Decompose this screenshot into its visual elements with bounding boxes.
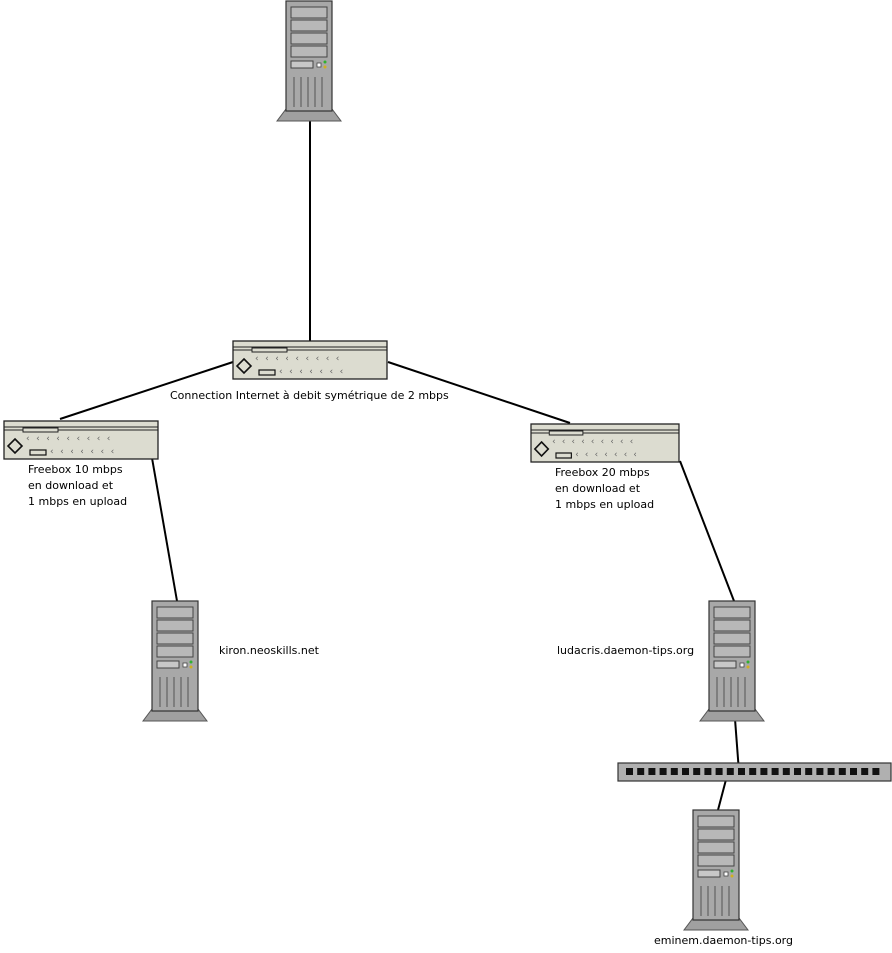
switch-port	[782, 768, 790, 775]
freebox-right-line-3: 1 mbps en upload	[555, 498, 655, 511]
freebox-left-line-1: Freebox 10 mbps	[28, 463, 123, 476]
switch-port	[850, 768, 857, 775]
switch-port	[726, 768, 734, 775]
switch-port	[838, 768, 846, 775]
switch-port	[816, 768, 824, 775]
freebox-left-label: Freebox 10 mbps en download et 1 mbps en…	[28, 462, 127, 510]
switch-port	[704, 768, 712, 775]
link-core-router-freebox-right	[387, 361, 571, 424]
switch-port	[693, 768, 701, 775]
switch-port	[738, 768, 745, 775]
switch-port	[749, 768, 757, 775]
freebox-right-line-1: Freebox 20 mbps	[555, 466, 650, 479]
switch-port	[827, 768, 835, 775]
link-freebox-left-kiron	[151, 457, 178, 602]
switch-port	[659, 768, 667, 775]
link-core-router-freebox-left	[59, 361, 234, 420]
server-eminem-label: eminem.daemon-tips.org	[654, 934, 793, 947]
server-tower-icon	[142, 600, 208, 722]
server-ludacris-label: ludacris.daemon-tips.org	[557, 644, 695, 657]
switch-port	[760, 768, 768, 775]
switch-port	[626, 768, 633, 775]
core-router-label: Connection Internet à debit symétrique d…	[170, 389, 449, 402]
switch-port	[648, 768, 656, 775]
freebox-left-line-2: en download et	[28, 479, 114, 492]
router-icon	[530, 423, 680, 463]
switch-port	[861, 768, 869, 775]
router-icon	[232, 340, 388, 380]
switch-port	[637, 768, 645, 775]
server-kiron-label: kiron.neoskills.net	[219, 644, 319, 657]
switch-port	[872, 768, 880, 775]
switch-port	[794, 768, 801, 775]
link-freebox-right-ludacris	[679, 460, 735, 602]
server-tower-icon	[683, 809, 749, 931]
freebox-left-line-3: 1 mbps en upload	[28, 495, 128, 508]
server-tower-icon	[276, 0, 342, 122]
switch-port	[805, 768, 813, 775]
switch-port	[715, 768, 723, 775]
network-switch-icon	[617, 762, 892, 782]
server-tower-icon	[699, 600, 765, 722]
switch-port	[682, 768, 689, 775]
switch-port	[670, 768, 678, 775]
router-icon	[3, 420, 159, 460]
switch-port	[771, 768, 779, 775]
freebox-right-label: Freebox 20 mbps en download et 1 mbps en…	[555, 465, 654, 513]
freebox-right-line-2: en download et	[555, 482, 641, 495]
connection-lines	[59, 120, 740, 811]
